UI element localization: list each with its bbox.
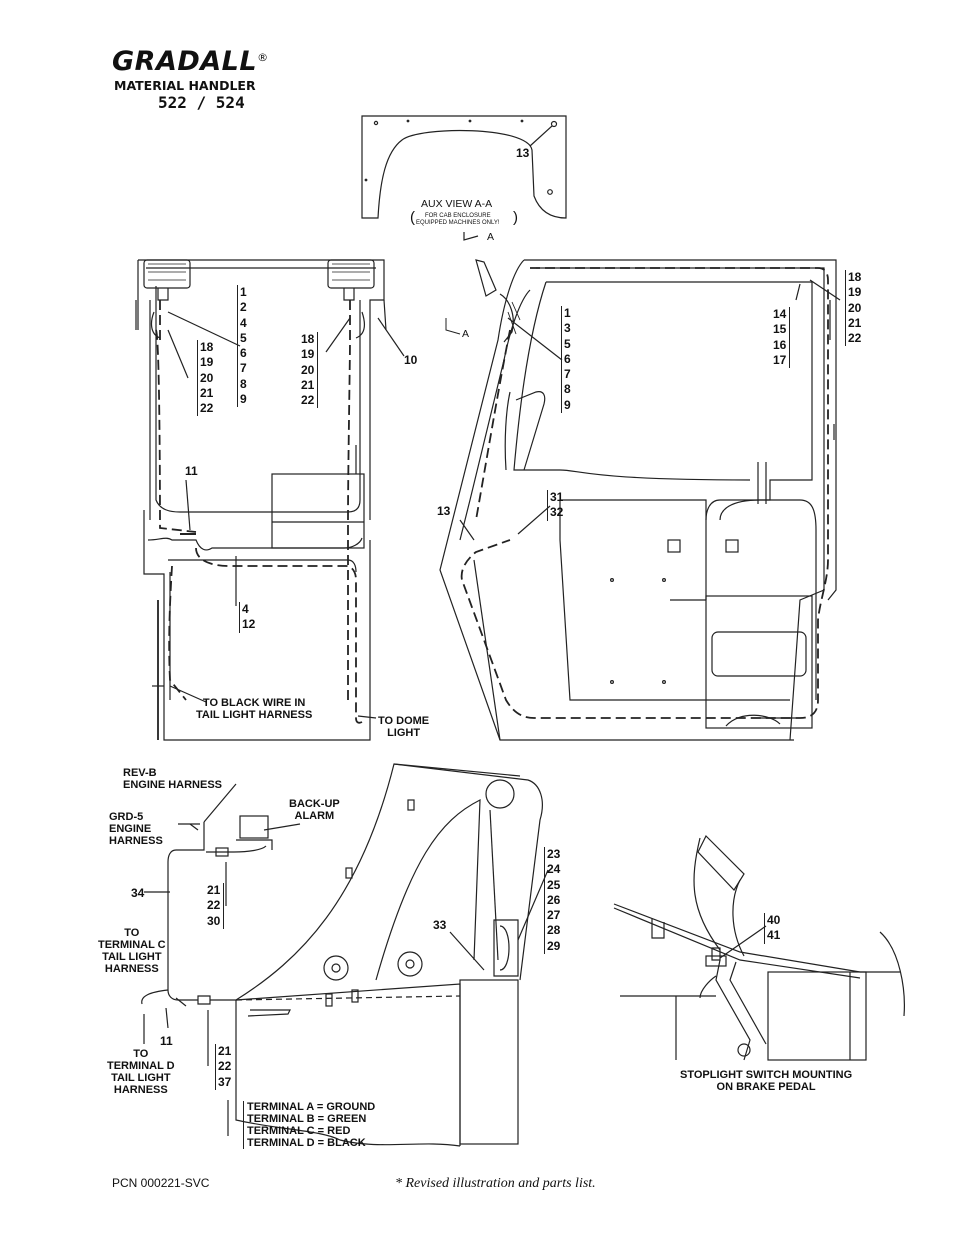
callout-rear-11: 11 <box>185 464 198 478</box>
aux-view-title: AUX VIEW A-A <box>421 198 493 210</box>
tail-light-note: TO BLACK WIRE IN TAIL LIGHT HARNESS <box>196 697 313 721</box>
callout-harness-34: 34 <box>131 886 145 900</box>
callout-list-harness-c: 23 24 25 26 27 28 29 <box>544 847 560 955</box>
pcn-number: PCN 000221-SVC <box>112 1176 210 1190</box>
pedal-caption: STOPLIGHT SWITCH MOUNTING ON BRAKE PEDAL <box>680 1069 853 1093</box>
terminal-legend: TERMINAL A = GROUND TERMINAL B = GREEN T… <box>243 1101 375 1149</box>
callout-list-rear-right: 18 19 20 21 22 <box>301 332 319 409</box>
callout-harness-33: 33 <box>433 918 447 932</box>
aux-view-panel <box>361 115 567 241</box>
rev-b-harness-label: REV-B ENGINE HARNESS <box>123 767 223 791</box>
aux-paren-left: ( <box>410 209 415 226</box>
callout-list-side-low: 31 32 <box>547 490 563 521</box>
callout-list-harness-a: 21 22 30 <box>207 883 225 929</box>
revision-note: * Revised illustration and parts list. <box>395 1176 596 1191</box>
callout-list-rear-bottom: 4 12 <box>239 602 255 633</box>
pedal-view <box>613 834 905 1061</box>
callout-harness-11: 11 <box>160 1034 173 1048</box>
backup-alarm-label: BACK-UP ALARM <box>289 798 340 822</box>
callout-list-side-front: 1 3 5 6 7 8 9 <box>561 306 571 414</box>
callout-list-pedal: 40 41 <box>764 913 780 944</box>
terminal-d-note: TO TERMINAL D TAIL LIGHT HARNESS <box>107 1048 175 1096</box>
rear-cab-view <box>135 259 405 741</box>
callout-list-side-mid: 14 15 16 17 <box>773 307 791 369</box>
dome-light-note: TO DOME LIGHT <box>378 715 430 739</box>
callout-list-harness-b: 21 22 37 <box>215 1044 231 1090</box>
terminal-c-note: TO TERMINAL C TAIL LIGHT HARNESS <box>98 927 166 975</box>
section-marker-a-top: A <box>487 231 495 243</box>
callout-list-rear-top: 1 2 4 5 6 7 8 9 <box>237 285 247 408</box>
callout-list-side-right: 18 19 20 21 22 <box>845 270 861 347</box>
brand-logo: GRADALL® <box>112 46 269 77</box>
callout-rear-10: 10 <box>404 353 418 367</box>
callout-side-13: 13 <box>437 504 451 518</box>
harness-frame-view <box>141 763 549 1147</box>
callout-list-rear-left: 18 19 20 21 22 <box>197 340 213 417</box>
product-subtitle: MATERIAL HANDLER <box>114 78 256 93</box>
side-cab-view <box>439 259 841 741</box>
grd5-harness-label: GRD-5 ENGINE HARNESS <box>109 811 163 847</box>
callout-aux-13: 13 <box>516 146 530 160</box>
model-number: 522 / 524 <box>158 93 245 112</box>
aux-paren-right: ) <box>513 209 518 226</box>
section-marker-a-side: A <box>462 328 470 340</box>
